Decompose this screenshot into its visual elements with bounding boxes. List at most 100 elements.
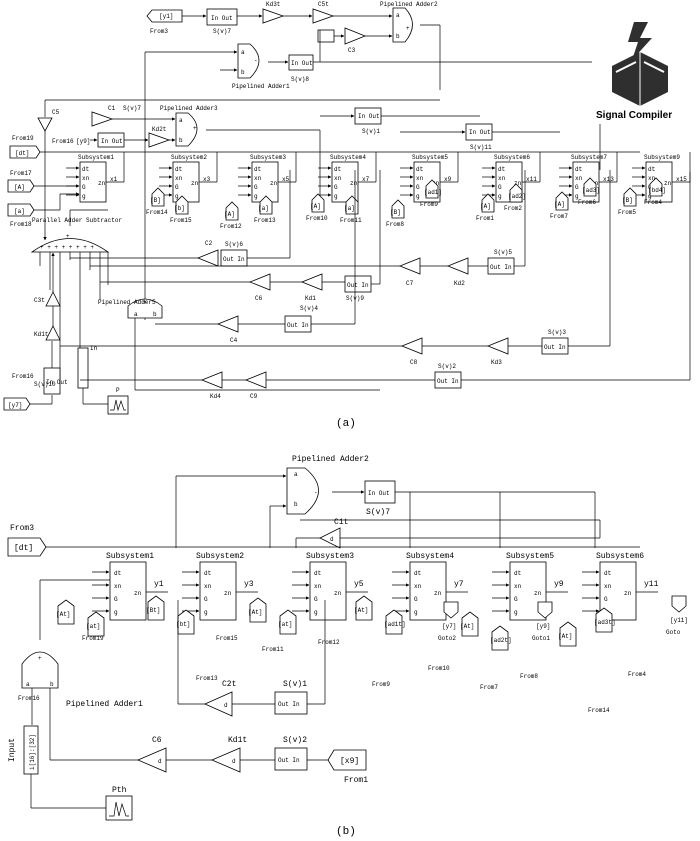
delay-sv6-a[interactable]: Out In S(v)6: [220, 241, 248, 267]
delay-out-in-c4[interactable]: Out In: [284, 315, 312, 333]
from17-a[interactable]: From17 [A]: [7, 170, 35, 193]
delay-sv1-a[interactable]: In Out S(v)1: [354, 107, 382, 135]
const-tag-a-6-2[interactable]: [ad2]From2: [504, 183, 526, 212]
output-b-y5: y5: [354, 580, 364, 589]
delay-sv7-a[interactable]: In Out S(v)7: [206, 8, 238, 35]
from18-a[interactable]: [a] From18: [7, 203, 35, 228]
port-b-1-xn: xn: [114, 583, 122, 590]
scope-pth-b[interactable]: Pth: [105, 786, 133, 821]
gain-kd3-a[interactable]: Kd3: [486, 337, 509, 366]
goto-b-1[interactable]: [y7]Goto2: [438, 601, 459, 642]
tag-y9-a[interactable]: [y9]: [76, 138, 90, 145]
svg-text:P: P: [116, 387, 120, 394]
pipelined-adder3-a[interactable]: a b + Pipelined Adder3: [160, 105, 218, 147]
const-tag-a-3-1[interactable]: [A]From12: [220, 201, 242, 230]
tag-b-4-1[interactable]: [At]: [354, 595, 373, 621]
input-port-a[interactable]: In: [77, 345, 98, 389]
svg-text:[At]: [At]: [56, 611, 70, 618]
delay-sv5-a[interactable]: Out In S(v)5: [487, 249, 515, 275]
scope-p-a[interactable]: P: [107, 387, 129, 415]
delay-sv3-a[interactable]: Out In S(v)3: [541, 329, 569, 355]
gain-kd2t-a[interactable]: Kd2t: [148, 126, 171, 148]
const-tag-a-4-1[interactable]: [A]From10: [306, 193, 328, 222]
pipelined-adder1-b[interactable]: a b + Pipelined Adder1: [21, 651, 143, 709]
gain-kd1t-a[interactable]: Kd1t: [34, 325, 61, 341]
goto-b-3[interactable]: [y11]Goto: [666, 595, 688, 636]
delay-sv2-a[interactable]: Out In S(v)2: [434, 363, 462, 389]
gain-kd2-a[interactable]: Kd2: [446, 257, 469, 287]
const-tag-a-8-1[interactable]: [B]From5: [618, 187, 636, 216]
delay-in-out-c1[interactable]: In Out: [97, 132, 125, 148]
pipelined-adder5-a[interactable]: Pipelined Adder5 a b +: [98, 298, 163, 319]
gain-kd1-a[interactable]: Kd1: [300, 273, 323, 302]
goto-dt-a[interactable]: From19 [dt]: [9, 135, 41, 159]
tag-b-6-1[interactable]: [At]: [558, 621, 577, 647]
gain-c5t-a[interactable]: C5t: [312, 1, 335, 24]
from-x9-b[interactable]: [x9] From1: [327, 749, 368, 785]
gain-c2t-b[interactable]: C2t d: [204, 680, 236, 717]
gain-c6-b[interactable]: C6 d: [136, 736, 167, 773]
tag-b-1-1[interactable]: [At]: [56, 599, 75, 625]
tag-b-3-2[interactable]: [at]: [278, 609, 297, 635]
delay-sv8-a[interactable]: In Out S(v)8: [288, 54, 314, 83]
const-tag-a-6-1[interactable]: [A]From1: [476, 193, 494, 222]
pipelined-adder2-b[interactable]: a b - Pipelined Adder2: [286, 455, 369, 515]
delay-sv11-a[interactable]: In Out S(v)11: [465, 123, 493, 151]
delay-sv10-a[interactable]: From16 S(v)10 In Out: [12, 367, 68, 395]
gain-c2-a[interactable]: C2: [196, 240, 219, 267]
pipelined-adder1-a[interactable]: a b - Pipelined Adder1: [232, 43, 290, 90]
gain-c3t-a[interactable]: C3t: [34, 291, 61, 307]
subsystem-b-5-label: Subsystem5: [506, 552, 554, 561]
input-port-b[interactable]: i[16]:[32] Input: [8, 725, 39, 775]
gain-c3-a[interactable]: C3: [344, 27, 367, 54]
goto-b-2[interactable]: [y9]Goto1: [532, 601, 553, 642]
goto-y7-a[interactable]: [y7]: [3, 397, 31, 411]
tag-b-6-2[interactable]: [ad3t]: [594, 607, 616, 633]
const-tag-a-2-2[interactable]: [b]From15: [170, 195, 192, 224]
gain-kd4-a[interactable]: Kd4: [200, 371, 223, 400]
gain-c1-a[interactable]: C1: [91, 105, 116, 127]
gain-c8-a[interactable]: C8: [400, 337, 423, 366]
delay-sv1-b[interactable]: Out In S(v)1: [274, 680, 308, 715]
gain-c7-a[interactable]: C7: [398, 257, 421, 287]
gain-c4-a[interactable]: C4: [216, 315, 239, 344]
tag-b-2-1[interactable]: [Bt]: [146, 595, 165, 621]
const-tag-a-7-1[interactable]: [A]From7: [550, 191, 568, 220]
gain-c6-a[interactable]: C6: [248, 273, 271, 302]
tag-b-2-2[interactable]: [bt]: [176, 609, 195, 635]
port-a-2-xn: xn: [175, 175, 183, 182]
port-b-6-dt: dt: [604, 570, 611, 577]
tag-b-4-2[interactable]: [ad1t]: [384, 609, 406, 635]
const-tag-a-3-2[interactable]: [a]From13: [254, 195, 276, 224]
goto-y1-a[interactable]: [y1] From3: [146, 9, 183, 35]
gain-c1t-b[interactable]: C1t d: [319, 518, 348, 549]
gain-kd3t-a[interactable]: Kd3t: [262, 1, 285, 24]
delay-sv2-b[interactable]: Out In S(v)2: [274, 736, 308, 771]
delay-sv7-b[interactable]: In Out S(v)7: [364, 480, 396, 517]
parallel-adder-subtractor-a[interactable]: Parallel Adder Subtractor + + + + + + + …: [30, 217, 122, 253]
goto-dt-b[interactable]: From3 [dt]: [7, 524, 47, 557]
gain-c9-a[interactable]: C9: [244, 371, 267, 400]
tag-b-1-2[interactable]: [at]: [86, 611, 105, 637]
subsystem-b-6[interactable]: Subsystem6dtxnGgzny11: [582, 552, 659, 621]
const-tag-a-5-1[interactable]: [B]From8: [386, 199, 404, 228]
const-tag-a-2-1[interactable]: [B]From14: [146, 187, 168, 216]
const-tag-a-7-2[interactable]: [ad3]From6: [578, 177, 600, 206]
const-tag-a-5-2[interactable]: [ad1]From9: [420, 179, 442, 208]
tag-b-5-1[interactable]: [At]: [460, 611, 479, 637]
const-tag-a-8-2[interactable]: [bd4]From4: [644, 177, 666, 206]
gain-c5-a[interactable]: C5: [37, 109, 60, 132]
gain-kd1t-b[interactable]: Kd1t d: [210, 736, 247, 773]
pipelined-adder2-a[interactable]: Pipelined Adder2 a b +: [380, 1, 438, 43]
tag-b-3-1[interactable]: [At]: [248, 597, 267, 623]
tag-b-5-2[interactable]: [ad2t]: [490, 625, 512, 651]
